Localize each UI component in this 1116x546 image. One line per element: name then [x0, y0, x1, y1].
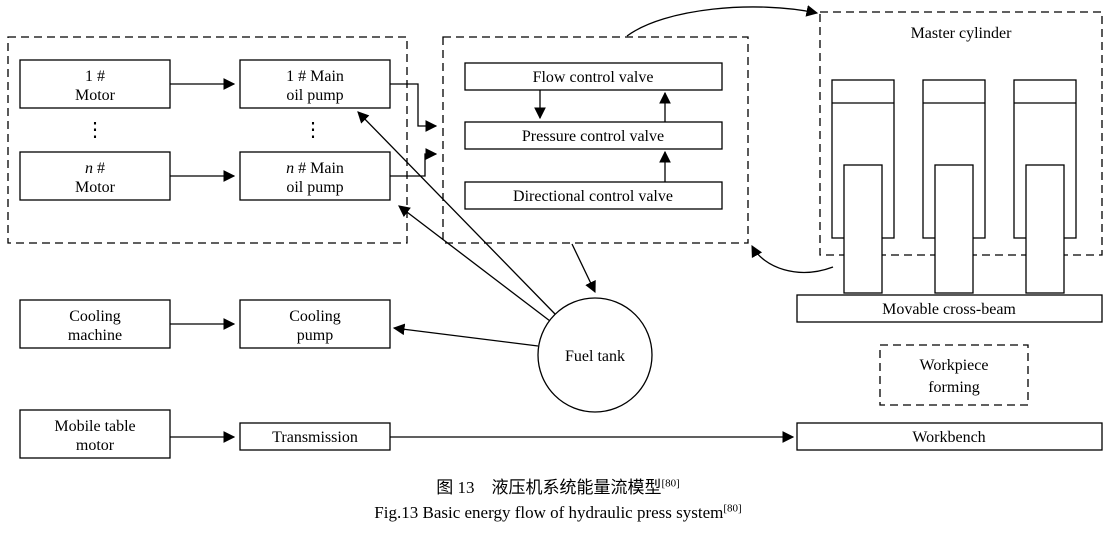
fuel-tank-circle — [537, 297, 653, 413]
directional-control-valve-label: Directional control valve — [513, 188, 673, 205]
cooling-machine-rect — [19, 299, 171, 349]
caption-english: Fig.13 Basic energy flow of hydraulic pr… — [0, 501, 1116, 526]
motorn-label-var: n — [85, 160, 93, 177]
pump1-box: 1 # Main oil pump — [239, 59, 391, 109]
movable-cross-beam-box: Movable cross-beam — [796, 294, 1103, 323]
pump1-label-line1: 1 # Main — [286, 68, 344, 85]
workpiece-forming-outline — [879, 344, 1029, 406]
caption-chinese: 图 13 液压机系统能量流模型[80] — [0, 476, 1116, 501]
motor-pump-group-outline — [7, 36, 408, 244]
cylinder-2 — [922, 79, 986, 294]
transmission-box: Transmission — [239, 422, 391, 451]
cylinder-2-rod — [934, 164, 974, 294]
cooling-machine-label-line1: Cooling — [69, 308, 121, 325]
flow-control-valve-rect — [464, 62, 723, 91]
pump1-rect — [239, 59, 391, 109]
movable-cross-beam-label: Movable cross-beam — [882, 301, 1016, 318]
motorn-label-rest: # — [93, 160, 105, 177]
motorn-rect — [19, 151, 171, 201]
pressure-control-valve-label: Pressure control valve — [522, 128, 664, 145]
pressure-control-valve-box: Pressure control valve — [464, 121, 723, 150]
motorn-label-line1: n # — [85, 160, 105, 177]
transmission-label: Transmission — [272, 429, 358, 446]
workbench-box: Workbench — [796, 422, 1103, 451]
mobile-table-motor-label-line2: motor — [76, 437, 115, 454]
movable-cross-beam-rect — [796, 294, 1103, 323]
pumpn-label-line1: n # Main — [286, 160, 344, 177]
cylinder-1 — [831, 79, 895, 294]
caption-chinese-text: 图 13 液压机系统能量流模型 — [436, 478, 662, 497]
ellipsis-pumps: ⋮ — [303, 119, 323, 141]
mobile-table-motor-label-line1: Mobile table — [54, 418, 135, 435]
directional-control-valve-box: Directional control valve — [464, 181, 723, 210]
arrow-fueltank-to-pump1 — [357, 111, 556, 315]
fuel-tank-label: Fuel tank — [565, 348, 625, 365]
pumpn-label-line2: oil pump — [286, 179, 343, 196]
arrow-fueltank-to-coolingpump — [392, 323, 539, 347]
pumpn-rect — [239, 151, 391, 201]
workpiece-forming-label-line2: forming — [928, 379, 980, 396]
flow-control-valve-label: Flow control valve — [533, 69, 654, 86]
cooling-machine-label-line2: machine — [68, 327, 122, 344]
transmission-rect — [239, 422, 391, 451]
caption-chinese-citation: [80] — [661, 477, 680, 490]
cooling-pump-label-line2: pump — [297, 327, 333, 344]
motorn-box: n # Motor — [19, 151, 171, 201]
mobile-table-motor-rect — [19, 409, 171, 459]
cooling-pump-box: Cooling pump — [239, 299, 391, 349]
workbench-rect — [796, 422, 1103, 451]
pressure-control-valve-rect — [464, 121, 723, 150]
motor1-rect — [19, 59, 171, 109]
cylinder-3-rod — [1025, 164, 1065, 294]
motor1-label-line2: Motor — [75, 87, 116, 104]
workbench-label: Workbench — [912, 429, 985, 446]
pumpn-label-rest: # Main — [294, 160, 344, 177]
valve-group-outline — [442, 36, 749, 244]
pumpn-box: n # Main oil pump — [239, 151, 391, 201]
pumpn-label-var: n — [286, 160, 294, 177]
connector-pump1-to-valves — [390, 83, 438, 132]
ellipsis-motors: ⋮ — [85, 119, 105, 141]
directional-control-valve-rect — [464, 181, 723, 210]
curve-mastercylinder-to-valves — [751, 244, 834, 274]
cylinder-1-rod — [843, 164, 883, 294]
pump1-label-line2: oil pump — [286, 87, 343, 104]
cooling-pump-label-line1: Cooling — [289, 308, 341, 325]
flow-control-valve-box: Flow control valve — [464, 62, 723, 91]
diagram-canvas: 1 # Motor 1 # Main oil pump ⋮ ⋮ n # Moto… — [7, 5, 1103, 459]
motor1-label-line1: 1 # — [85, 68, 105, 85]
cooling-pump-rect — [239, 299, 391, 349]
curve-valves-to-mastercylinder — [626, 5, 819, 37]
fuel-tank: Fuel tank — [537, 297, 653, 413]
motorn-label-line2: Motor — [75, 179, 116, 196]
arrow-fueltank-to-pumpn — [398, 205, 551, 322]
figure-caption: 图 13 液压机系统能量流模型[80] Fig.13 Basic energy … — [0, 476, 1116, 525]
caption-english-text: Fig.13 Basic energy flow of hydraulic pr… — [374, 502, 724, 522]
motor1-box: 1 # Motor — [19, 59, 171, 109]
workpiece-forming-label-line1: Workpiece — [920, 357, 989, 374]
arrow-directionalvalve-to-fueltank — [571, 243, 596, 294]
cylinder-3 — [1013, 79, 1077, 294]
caption-english-citation: [80] — [723, 501, 742, 514]
mobile-table-motor-box: Mobile table motor — [19, 409, 171, 459]
master-cylinder-label: Master cylinder — [911, 25, 1013, 42]
connector-pumpn-to-valves — [390, 148, 438, 177]
cooling-machine-box: Cooling machine — [19, 299, 171, 349]
